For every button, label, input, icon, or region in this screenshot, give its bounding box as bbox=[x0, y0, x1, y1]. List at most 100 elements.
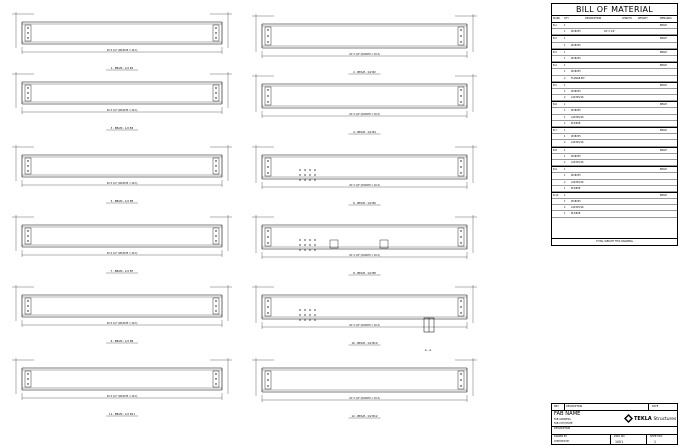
hole bbox=[299, 244, 301, 246]
bom-cell-mark: B-7 bbox=[553, 129, 557, 132]
bom-cell-rem: BEAM bbox=[660, 103, 667, 107]
hole bbox=[299, 309, 301, 311]
sheet-no: 1 bbox=[654, 439, 657, 444]
bolt bbox=[460, 373, 462, 375]
bom-cell-qty: 1 bbox=[564, 121, 566, 125]
bolt bbox=[460, 312, 462, 314]
description-header: DESCRIPTION bbox=[566, 405, 583, 408]
end-plate bbox=[264, 86, 272, 106]
tekla-logo-text: TEKLA Structures bbox=[634, 415, 677, 422]
bom-cell-desc: W18X35 bbox=[571, 109, 581, 113]
hole bbox=[299, 239, 301, 241]
bolt bbox=[215, 305, 217, 307]
bolt bbox=[27, 305, 29, 307]
bom-cell-desc: L4X3X5/16 bbox=[571, 115, 584, 119]
bolt bbox=[267, 385, 269, 387]
bom-cell-rem: BEAM bbox=[660, 193, 667, 197]
end-plate bbox=[457, 297, 465, 317]
overall-dimension-text: 20'-3 1/2" (W18X35 = 20-3) bbox=[349, 397, 380, 400]
overall-dimension-text: 20'-3 1/2" (W18X35 = 20-3) bbox=[107, 322, 138, 325]
hole bbox=[314, 179, 316, 181]
checked-by-label: CHECKED BY bbox=[554, 439, 570, 443]
bolt bbox=[267, 379, 269, 381]
hole bbox=[309, 319, 311, 321]
bolt bbox=[215, 235, 217, 237]
overall-dimension-text: 20'-3 1/2" (W18X35 = 20-3) bbox=[107, 109, 138, 112]
hole bbox=[309, 309, 311, 311]
bom-cell-desc: W18X35 bbox=[571, 56, 581, 60]
bolt bbox=[27, 97, 29, 99]
bom-cell-qty: 2 bbox=[564, 160, 566, 164]
bolt bbox=[460, 242, 462, 244]
bolt bbox=[215, 230, 217, 232]
bom-cell-rem: BEAM bbox=[660, 83, 667, 87]
hole bbox=[314, 239, 316, 241]
hole bbox=[304, 169, 306, 171]
bolt bbox=[460, 160, 462, 162]
bolt bbox=[460, 230, 462, 232]
fab-name: FAB NAME bbox=[554, 411, 581, 417]
bom-cell-rem: BEAM bbox=[660, 64, 667, 68]
end-plate bbox=[457, 86, 465, 106]
view-label: 7 - BEAM - 1/2 B7 bbox=[111, 269, 134, 273]
date-header: DATE bbox=[652, 405, 659, 408]
bolt bbox=[267, 373, 269, 375]
hole bbox=[299, 319, 301, 321]
bolt bbox=[215, 165, 217, 167]
view-label: 2 - BEAM - 1/2 B2 bbox=[353, 70, 376, 74]
bom-cell-qty: 1 bbox=[564, 37, 566, 41]
bom-cell-qty: 1 bbox=[564, 193, 566, 197]
bom-cell-qty: 2 bbox=[564, 76, 566, 80]
hole bbox=[314, 169, 316, 171]
bolt bbox=[27, 37, 29, 39]
bolt bbox=[27, 32, 29, 34]
hole bbox=[299, 174, 301, 176]
bolt bbox=[27, 160, 29, 162]
bom-col-qty: QTY bbox=[564, 17, 569, 20]
hole bbox=[314, 314, 316, 316]
bolt bbox=[460, 300, 462, 302]
bolt bbox=[267, 172, 269, 174]
bom-cell-desc: W18X35 bbox=[571, 154, 581, 158]
hole bbox=[309, 239, 311, 241]
bom-cell-qty: 1 bbox=[564, 148, 566, 152]
hole bbox=[304, 179, 306, 181]
hole bbox=[304, 314, 306, 316]
bolt bbox=[215, 160, 217, 162]
bolt bbox=[460, 166, 462, 168]
bolt bbox=[215, 310, 217, 312]
end-plate bbox=[264, 26, 272, 46]
bom-cell-qty: 1 bbox=[564, 212, 566, 216]
end-plate bbox=[264, 370, 272, 390]
bolt bbox=[460, 172, 462, 174]
bolt bbox=[267, 166, 269, 168]
bom-col-remarks: REMARKS bbox=[660, 17, 672, 20]
bolt bbox=[215, 383, 217, 385]
bom-cell-rem: BEAM bbox=[660, 148, 667, 152]
bolt bbox=[215, 97, 217, 99]
hole bbox=[309, 169, 311, 171]
bolt bbox=[215, 32, 217, 34]
end-plate bbox=[457, 157, 465, 177]
bom-cell-desc: W18X35 bbox=[571, 135, 581, 139]
view-label: 3 - BEAM - 1/2 B3 bbox=[111, 126, 134, 130]
bom-cell-qty: 1 bbox=[564, 43, 566, 47]
dwg-no-label: DWG NO. bbox=[614, 435, 626, 438]
tekla-logo-icon bbox=[624, 414, 633, 423]
bolt bbox=[215, 373, 217, 375]
view-label: 11 - BEAM - 1/2 B11 bbox=[109, 412, 135, 416]
hole bbox=[304, 249, 306, 251]
bolt bbox=[27, 165, 29, 167]
